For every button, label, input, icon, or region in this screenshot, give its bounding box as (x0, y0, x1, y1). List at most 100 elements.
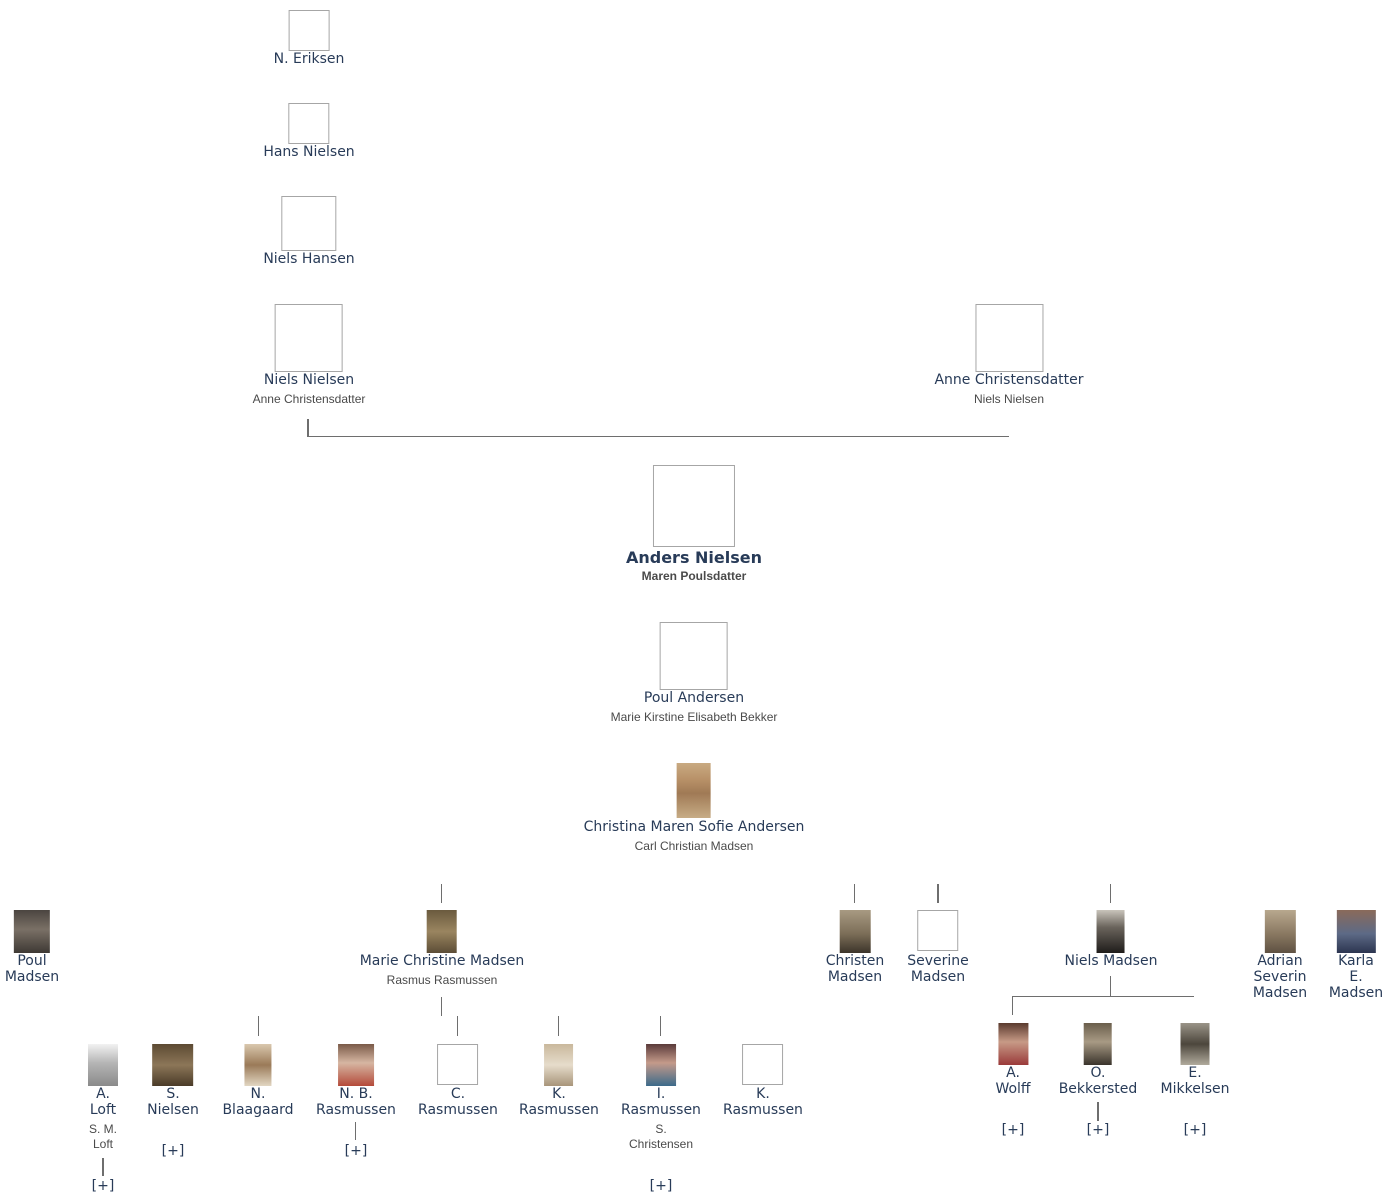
expand-button[interactable]: [+] (161, 1143, 185, 1159)
person-name[interactable]: Anne Christensdatter (934, 372, 1084, 388)
connector-line (258, 1016, 259, 1036)
person-photo (13, 910, 50, 953)
person-card[interactable]: Poul Andersen Marie Kirstine Elisabeth B… (610, 622, 778, 725)
person-name[interactable]: K. Rasmussen (519, 1086, 599, 1118)
spouse-name[interactable]: Anne Christensdatter (252, 392, 366, 406)
person-name[interactable]: K. Rasmussen (723, 1086, 803, 1118)
person-card[interactable]: Marie Christine Madsen Rasmus Rasmussen (359, 910, 525, 988)
spouse-name[interactable]: Rasmus Rasmussen (386, 973, 498, 987)
person-photo (676, 763, 711, 818)
person-photo (1097, 910, 1125, 953)
connector-line (307, 419, 309, 437)
person-name[interactable]: Christina Maren Sofie Andersen (583, 819, 805, 835)
person-card[interactable]: Hans Nielsen (263, 103, 355, 160)
expand-button[interactable]: [+] (1086, 1122, 1110, 1138)
connector-line (1012, 996, 1013, 1015)
person-card[interactable]: O. Bekkersted (1058, 1023, 1138, 1097)
connector-line (1097, 1102, 1099, 1121)
person-card[interactable]: Christina Maren Sofie Andersen Carl Chri… (583, 763, 805, 854)
person-photo (244, 1044, 272, 1086)
connector-line (558, 1016, 559, 1036)
person-card[interactable]: I. Rasmussen S. Christensen (621, 1044, 701, 1152)
person-card[interactable]: E. Mikkelsen (1160, 1023, 1230, 1097)
photo-placeholder (288, 103, 330, 144)
person-name[interactable]: E. Mikkelsen (1160, 1065, 1230, 1097)
person-name[interactable]: Poul Andersen (643, 690, 745, 706)
expand-button[interactable]: [+] (1183, 1122, 1207, 1138)
person-name[interactable]: Niels Nielsen (263, 372, 355, 388)
person-photo (1264, 910, 1296, 953)
person-photo (1084, 1023, 1112, 1065)
connector-line (355, 1122, 356, 1140)
person-name[interactable]: Marie Christine Madsen (359, 953, 525, 969)
person-card[interactable]: Karla E. Madsen (1329, 910, 1383, 1001)
person-name[interactable]: Niels Hansen (263, 251, 355, 267)
person-name[interactable]: N. Blaagaard (222, 1086, 294, 1118)
photo-placeholder (274, 304, 343, 372)
person-photo (152, 1044, 194, 1086)
person-card[interactable]: Anne Christensdatter Niels Nielsen (934, 304, 1084, 407)
spouse-name[interactable]: Maren Poulsdatter (641, 569, 747, 583)
connector-line (1012, 996, 1194, 997)
photo-placeholder (288, 10, 330, 51)
person-name[interactable]: A. Wolff (995, 1065, 1031, 1097)
person-name[interactable]: Adrian Severin Madsen (1252, 953, 1308, 1001)
photo-placeholder (281, 196, 337, 251)
connector-line (441, 997, 442, 1016)
photo-placeholder (437, 1044, 479, 1085)
person-photo (426, 910, 457, 953)
person-name[interactable]: Anders Nielsen (625, 548, 763, 567)
person-photo (1336, 910, 1376, 953)
person-name[interactable]: I. Rasmussen (621, 1086, 701, 1118)
person-card[interactable]: Niels Madsen (1064, 910, 1158, 969)
person-name[interactable]: C. Rasmussen (418, 1086, 498, 1118)
person-card[interactable]: Severine Madsen (907, 910, 969, 985)
expand-button[interactable]: [+] (91, 1178, 115, 1194)
person-card[interactable]: N. Blaagaard (222, 1044, 294, 1118)
person-card[interactable]: N. Eriksen (273, 10, 345, 67)
person-name[interactable]: Severine Madsen (907, 953, 969, 985)
person-card[interactable]: K. Rasmussen (723, 1044, 803, 1118)
connector-line (854, 884, 855, 903)
person-card[interactable]: Poul Madsen (5, 910, 59, 985)
person-card[interactable]: N. B. Rasmussen (316, 1044, 396, 1118)
person-photo (839, 910, 871, 953)
person-name[interactable]: S. Nielsen (147, 1086, 199, 1118)
person-card[interactable]: Adrian Severin Madsen (1253, 910, 1307, 1001)
person-card[interactable]: K. Rasmussen (519, 1044, 599, 1118)
person-name[interactable]: N. Eriksen (273, 51, 345, 67)
expand-button[interactable]: [+] (1001, 1122, 1025, 1138)
person-card[interactable]: A. Loft S. M. Loft (88, 1044, 118, 1152)
photo-placeholder (975, 304, 1043, 372)
spouse-name[interactable]: Marie Kirstine Elisabeth Bekker (610, 710, 778, 724)
spouse-name[interactable]: Carl Christian Madsen (634, 839, 754, 853)
person-card[interactable]: Niels Hansen (263, 196, 355, 267)
person-card[interactable]: S. Nielsen (147, 1044, 199, 1118)
spouse-name[interactable]: S. M. Loft (88, 1122, 117, 1151)
expand-button[interactable]: [+] (344, 1143, 368, 1159)
person-card[interactable]: C. Rasmussen (418, 1044, 498, 1118)
expand-button[interactable]: [+] (649, 1178, 673, 1194)
person-name[interactable]: Karla E. Madsen (1328, 953, 1384, 1001)
person-name[interactable]: N. B. Rasmussen (316, 1086, 396, 1118)
connector-line (937, 884, 939, 903)
person-name[interactable]: Hans Nielsen (263, 144, 355, 160)
spouse-name[interactable]: Niels Nielsen (973, 392, 1045, 406)
person-name[interactable]: O. Bekkersted (1058, 1065, 1138, 1097)
person-name[interactable]: Niels Madsen (1064, 953, 1158, 969)
connector-line (307, 436, 1009, 437)
person-name[interactable]: Christen Madsen (825, 953, 885, 985)
connector-line (457, 1016, 458, 1036)
person-name[interactable]: A. Loft (89, 1086, 117, 1118)
connector-line (1110, 976, 1111, 996)
person-card[interactable]: Niels Nielsen Anne Christensdatter (252, 304, 366, 407)
person-photo (88, 1044, 118, 1086)
person-card[interactable]: A. Wolff (995, 1023, 1031, 1097)
person-photo (645, 1044, 676, 1086)
focus-person-card[interactable]: Anders Nielsen Maren Poulsdatter (626, 465, 762, 584)
connector-line (660, 1016, 661, 1036)
connector-line (1110, 884, 1111, 903)
spouse-name[interactable]: S. Christensen (628, 1122, 694, 1151)
person-card[interactable]: Christen Madsen (825, 910, 885, 985)
person-name[interactable]: Poul Madsen (4, 953, 60, 985)
